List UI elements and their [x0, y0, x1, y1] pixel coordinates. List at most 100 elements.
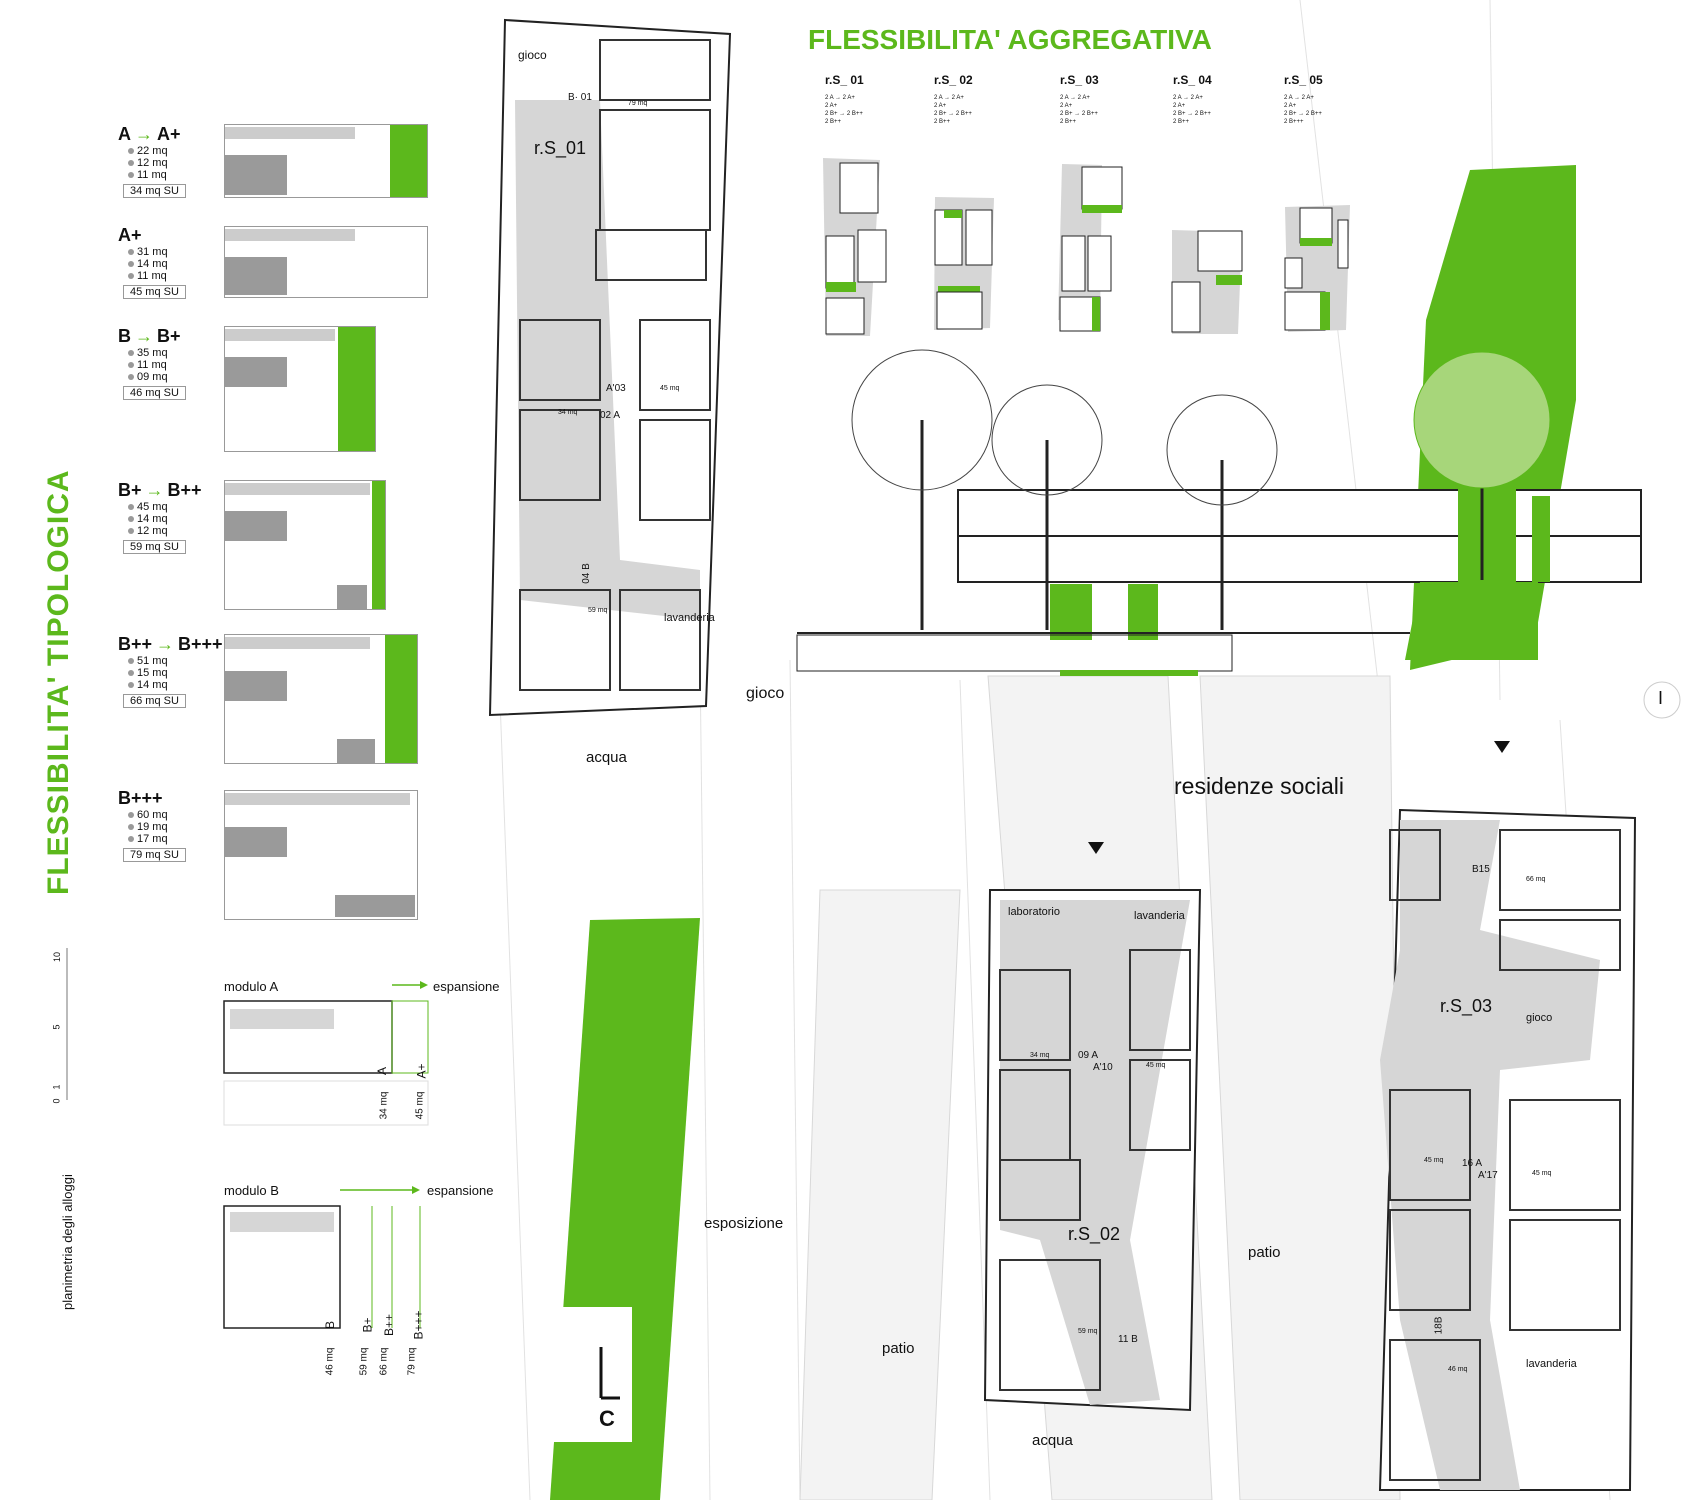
area-value: 11 mq	[137, 359, 167, 371]
plan-thumb-a	[224, 124, 428, 198]
label-a03: A'03	[606, 383, 626, 394]
dot-icon	[128, 504, 134, 510]
agg-rows: 2 A → 2 A+ 2 A+ 2 B+ → 2 B++ 2 B++	[1173, 94, 1211, 126]
area-value: 60 mq	[137, 809, 168, 821]
label-34mq-a: 34 mq	[558, 409, 578, 416]
label-gioco-top: gioco	[518, 48, 547, 62]
arrow-icon: →	[135, 326, 153, 346]
modulo-b-diagram	[223, 1186, 421, 1329]
label-gioco-mid: gioco	[746, 685, 785, 702]
agg-row: 2 A → 2 A+	[825, 95, 855, 101]
type-total: 66 mq SU	[123, 694, 186, 708]
type-total: 79 mq SU	[123, 848, 186, 862]
building-rs03	[1378, 808, 1637, 1491]
label-46mq: 46 mq	[1448, 1366, 1468, 1373]
agg-row: 2 B+ → 2 B++	[1284, 111, 1322, 117]
dot-icon	[128, 148, 134, 154]
dot-icon	[128, 249, 134, 255]
area-value: 15 mq	[137, 667, 168, 679]
arrow-icon: →	[135, 124, 153, 144]
agg-rows: 2 A → 2 A+ 2 A+ 2 B+ → 2 B++ 2 B++	[934, 94, 972, 126]
dot-icon	[128, 836, 134, 842]
dot-icon	[128, 824, 134, 830]
agg-name: r.S_ 02	[934, 73, 973, 87]
residenze-title: residenze sociali	[1174, 773, 1345, 799]
elevation	[796, 349, 1642, 676]
label-laboratorio: laboratorio	[1008, 906, 1060, 918]
type-card-b: B→B+ 35 mq 11 mq 09 mq 46 mq SU	[118, 326, 478, 401]
dot-icon	[128, 273, 134, 279]
dot-icon	[128, 516, 134, 522]
label-02a: 02 A	[600, 410, 621, 421]
type-from: B+++	[118, 788, 163, 808]
area-value: 35 mq	[137, 347, 168, 359]
dot-icon	[128, 658, 134, 664]
building-rs01	[488, 18, 732, 717]
label-acqua-b: acqua	[1032, 1432, 1073, 1449]
label-45mq-b: 45 mq	[1146, 1062, 1166, 1069]
north-icon	[1643, 681, 1681, 719]
dot-icon	[128, 362, 134, 368]
label-rs02: r.S_02	[1068, 1224, 1121, 1244]
label-esposizione: esposizione	[704, 1215, 784, 1232]
label-59mq-b: 59 mq	[1078, 1328, 1098, 1335]
type-to: B+	[157, 326, 181, 346]
agg-row: 2 A+	[1284, 103, 1297, 109]
type-from: B	[118, 326, 131, 346]
type-card-bplusplusplus: B+++ 60 mq 19 mq 17 mq 79 mq SU	[118, 788, 478, 863]
agg-row: 2 A → 2 A+	[1173, 95, 1203, 101]
label-66mq: 66 mq	[1526, 876, 1546, 883]
label-45mq-c: 45 mq	[1424, 1157, 1444, 1164]
agg-row: 2 A → 2 A+	[934, 95, 964, 101]
dot-icon	[128, 528, 134, 534]
plan-thumb-aplus	[224, 226, 428, 298]
type-total: 45 mq SU	[123, 285, 186, 299]
area-value: 51 mq	[137, 655, 168, 667]
agg-row: 2 A+	[1060, 103, 1073, 109]
label-04b: 04 B	[580, 563, 592, 584]
agg-row: 2 B++	[825, 119, 842, 125]
agg-row: 2 B+ → 2 B++	[1173, 111, 1211, 117]
agg-row: 2 B+ → 2 B++	[934, 111, 972, 117]
type-total: 34 mq SU	[123, 184, 186, 198]
label-gioco-right: gioco	[1526, 1012, 1553, 1024]
dot-icon	[128, 670, 134, 676]
modulo-b-expansion: espansione	[427, 1183, 494, 1198]
label-b01: B· 01	[568, 92, 592, 103]
label-b15: B15	[1472, 864, 1490, 875]
area-value: 12 mq	[137, 525, 168, 537]
modulo-a-diagram	[223, 981, 429, 1126]
agg-name: r.S_ 04	[1173, 73, 1212, 87]
entrance-icon	[1088, 842, 1104, 854]
area-value: 11 mq	[137, 169, 167, 181]
modulo-a-label: modulo A	[224, 979, 279, 994]
dot-icon	[128, 160, 134, 166]
type-from: B+	[118, 480, 142, 500]
agg-row: 2 A → 2 A+	[1284, 95, 1314, 101]
type-card-aplus: A+ 31 mq 14 mq 11 mq 45 mq SU	[118, 225, 478, 300]
type-from: A	[118, 124, 131, 144]
label-rs03: r.S_03	[1440, 996, 1493, 1016]
type-card-bplusplus: B++→B+++ 51 mq 15 mq 14 mq 66 mq SU	[118, 634, 478, 709]
type-total: 46 mq SU	[123, 386, 186, 400]
label-79mq: 79 mq	[628, 100, 648, 107]
plan-thumb-bplusplusplus	[224, 790, 418, 920]
arrow-icon: →	[156, 634, 175, 654]
agg-row: 2 B++	[1173, 119, 1190, 125]
label-59mq-a: 59 mq	[588, 607, 608, 614]
plan-thumb-bplusplus	[224, 634, 418, 764]
area-value: 22 mq	[137, 145, 168, 157]
area-value: 31 mq	[137, 246, 168, 258]
dot-icon	[128, 350, 134, 356]
type-to: B+++	[178, 634, 223, 654]
agg-row: 2 B++	[934, 119, 951, 125]
plan-thumb-b	[224, 326, 376, 452]
area-value: 12 mq	[137, 157, 168, 169]
agg-rows: 2 A → 2 A+ 2 A+ 2 B+ → 2 B++ 2 B+++	[1284, 94, 1322, 126]
agg-name: r.S_ 05	[1284, 73, 1323, 87]
type-total: 59 mq SU	[123, 540, 186, 554]
agg-row: 2 A+	[825, 103, 838, 109]
label-a10: A'10	[1093, 1062, 1113, 1073]
dot-icon	[128, 261, 134, 267]
dot-icon	[128, 172, 134, 178]
